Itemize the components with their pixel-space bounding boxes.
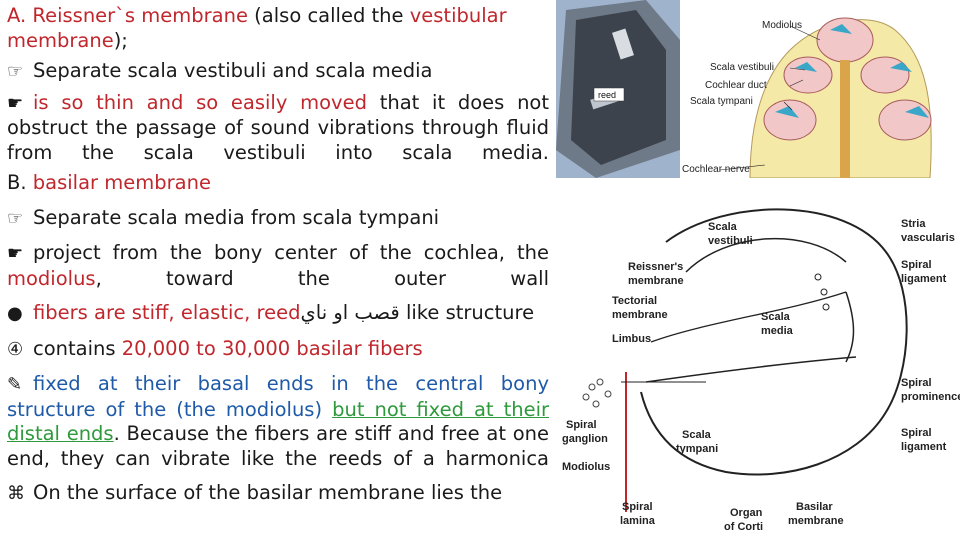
label-spiral-lamina-2: lamina [620,515,656,527]
label-spiral-ligament-lower-1: Spiral [901,427,932,439]
cochlear-duct-figure: Scala vestibuli Stria vascularis Reissne… [556,182,960,540]
label-tectorial-1: Tectorial [612,295,657,307]
label-tectorial-2: membrane [612,309,668,321]
pen-bullet-icon: ✎ [7,374,23,395]
dot-bullet-icon: ● [7,303,23,324]
bullet-project-modiolus: ☛project from the bony center of the coc… [7,241,549,290]
bullet-thin-membrane: ☛is so thin and so easily moved that it … [7,90,549,164]
label-scala-tympani: Scala tympani [690,96,753,107]
reed-label: reed [598,90,616,100]
label-basilar-1: Basilar [796,501,833,513]
label-spiral-prominence-2: prominence [901,391,960,403]
label-scala-vestibuli: Scala vestibuli [710,62,774,73]
pointing-hand-icon: ☞ [7,61,24,82]
bullet-fibers-stiff: ●fibers are stiff, elastic, reedقصب او ن… [7,301,549,327]
label-reissners-1: Reissner's [628,261,683,273]
label-cochlear-duct: Cochlear duct [705,80,767,91]
harmonica-photo: reed [556,0,680,178]
lecture-text: A. Reissner`s membrane (also called the … [7,4,549,507]
label-organ-corti-2: of Corti [724,521,763,533]
label-spiral-prominence-1: Spiral [901,377,932,389]
heading-reissner: A. Reissner`s membrane (also called the … [7,4,507,27]
pointing-hand-icon: ☛ [7,243,24,264]
bullet-separate-vestibuli: ☞Separate scala vestibuli and scala medi… [7,59,549,85]
pointing-hand-icon: ☞ [7,207,24,229]
cochlea-diagram: Modiolus Scala vestibuli Cochlear duct S… [680,0,960,179]
heading-basilar: B. basilar membrane [7,171,211,194]
label-scala-media-1: Scala [761,311,791,323]
label-basilar-2: membrane [788,515,844,527]
label-spiral-ligament-lower-2: ligament [901,441,947,453]
bullet-separate-media: ☞Separate scala media from scala tympani [7,206,549,232]
label-modiolus-lower: Modiolus [562,461,610,473]
label-scala-vestibuli-2: vestibuli [708,235,753,247]
label-scala-tympani-2: tympani [676,443,718,455]
cochlea-cross-section-figure: Modiolus Scala vestibuli Cochlear duct S… [680,0,960,179]
command-key-icon: ⌘ [7,483,25,504]
label-scala-tympani-1: Scala [682,429,712,441]
label-organ-corti-1: Organ [730,507,763,519]
label-spiral-lamina-1: Spiral [622,501,653,513]
label-stria-2: vascularis [901,232,955,244]
label-cochlear-nerve: Cochlear nerve [682,164,750,175]
label-reissners-2: membrane [628,275,684,287]
label-spiral-ganglion-2: ganglion [562,433,608,445]
bullet-surface-basilar: ⌘On the surface of the basilar membrane … [7,481,549,507]
label-spiral-ganglion-1: Spiral [566,419,597,431]
label-spiral-ligament-1: Spiral [901,259,932,271]
label-limbus: Limbus [612,333,651,345]
bullet-fixed-basal: ✎fixed at their basal ends in the centra… [7,372,550,470]
label-scala-media-2: media [761,325,794,337]
pointing-hand-icon: ☛ [7,92,24,114]
label-modiolus: Modiolus [762,20,802,31]
harmonica-image: reed [556,0,680,178]
circled-four-icon: ④ [7,338,24,360]
label-spiral-ligament-2: ligament [901,273,947,285]
label-stria-1: Stria [901,218,926,230]
cochlear-duct-diagram: Scala vestibuli Stria vascularis Reissne… [556,182,960,540]
heading-reissner-cont: membrane); [7,28,128,52]
label-scala-vestibuli-1: Scala [708,221,738,233]
